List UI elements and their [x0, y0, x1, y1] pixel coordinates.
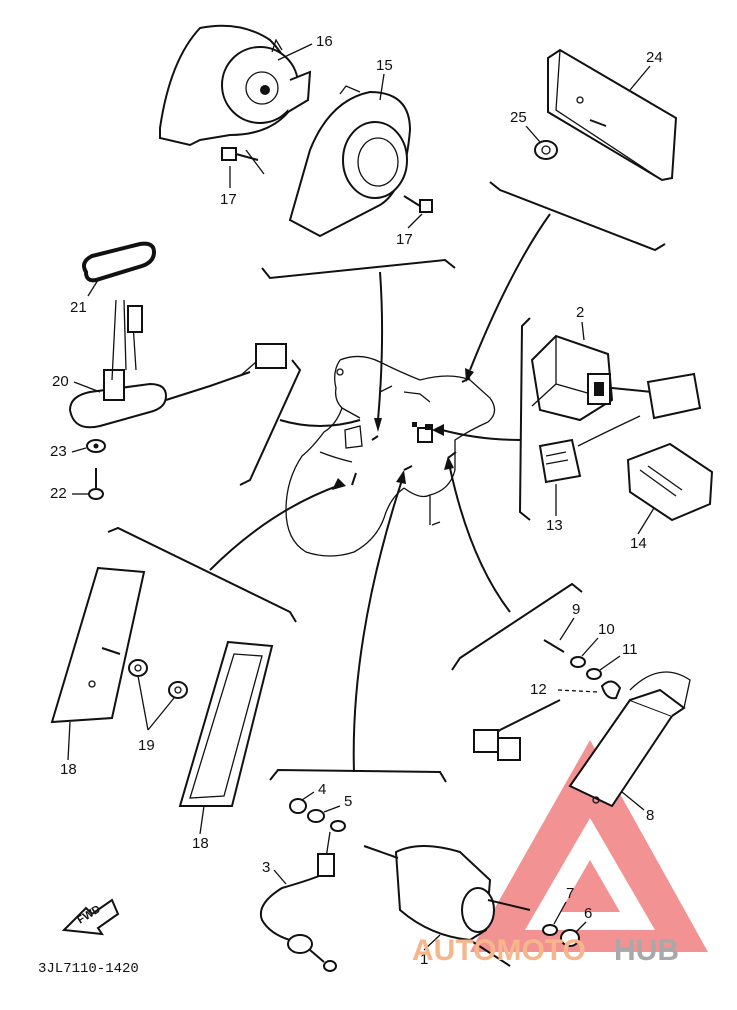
nut-4	[289, 798, 307, 814]
label-part-21: 21	[70, 299, 87, 316]
clamp-12	[557, 680, 622, 700]
label-part-2: 2	[576, 304, 584, 321]
label-part-18a: 18	[60, 761, 77, 778]
motorcycle-silhouette	[285, 355, 496, 557]
screw-22	[88, 468, 104, 500]
label-part-5: 5	[344, 793, 352, 810]
nut-25	[534, 119, 607, 160]
washer-10	[570, 656, 586, 668]
arrow-head-icon	[444, 456, 454, 470]
fuel-sender-20	[68, 299, 287, 429]
label-part-9: 9	[572, 601, 580, 618]
relay-2	[530, 334, 702, 422]
watermark-text-automoto: AUTOMOTO	[412, 934, 586, 967]
lead-3	[260, 820, 346, 972]
label-part-1: 1	[420, 951, 428, 968]
starter-relay-1	[363, 845, 531, 967]
horn-16	[159, 24, 312, 147]
connector-13	[538, 415, 641, 484]
leader-19	[137, 675, 175, 731]
label-part-19: 19	[138, 737, 155, 754]
label-part-11: 11	[622, 641, 638, 658]
label-part-25: 25	[510, 109, 527, 126]
label-part-24: 24	[646, 49, 663, 66]
rectifier-regulator-8	[473, 671, 691, 808]
bolt-17a	[221, 147, 259, 161]
label-part-8: 8	[646, 807, 654, 824]
label-part-4: 4	[318, 781, 326, 798]
label-part-14: 14	[630, 535, 647, 552]
part-labels: 1 2 3 4 5 6 7 8 9 10 11 12 13 14 15 16 1…	[50, 33, 663, 968]
label-part-12: 12	[530, 681, 547, 698]
label-part-7: 7	[566, 885, 574, 902]
watermark-text-hub: HUB	[614, 934, 679, 967]
arrow-head-icon	[396, 470, 406, 484]
fwd-arrow-icon: FWD	[61, 898, 120, 936]
label-part-17a: 17	[220, 191, 237, 208]
reflector-18b	[178, 640, 274, 807]
label-part-3: 3	[262, 859, 270, 876]
reflector-24	[547, 48, 678, 182]
leader-lines	[107, 181, 666, 783]
arrow-head-icon	[432, 424, 444, 436]
washer-7	[542, 924, 558, 936]
arrow-head-icon	[465, 368, 474, 382]
arrow-head-icon	[332, 478, 346, 490]
arrow-head-icon	[374, 418, 382, 432]
label-part-20: 20	[52, 373, 69, 390]
label-part-6: 6	[584, 905, 592, 922]
bolt-9	[543, 639, 565, 653]
label-part-13: 13	[546, 517, 563, 534]
washer-5	[307, 809, 325, 823]
label-part-22: 22	[50, 485, 67, 502]
label-part-17b: 17	[396, 231, 413, 248]
watermark-logo	[470, 740, 708, 952]
nut-19a	[128, 659, 148, 677]
nut-19b	[168, 681, 188, 699]
bolt-17b	[403, 195, 433, 213]
label-part-15: 15	[376, 57, 393, 74]
nut-6	[560, 929, 580, 947]
reflector-18a	[50, 566, 146, 724]
gasket-21	[82, 241, 157, 283]
coupler-14	[626, 442, 714, 522]
collar-11	[586, 668, 602, 680]
washer-23	[86, 439, 106, 453]
label-part-16: 16	[316, 33, 333, 50]
label-part-23: 23	[50, 443, 67, 460]
label-part-18b: 18	[192, 835, 209, 852]
horn-15	[288, 85, 412, 238]
label-part-10: 10	[598, 621, 615, 638]
diagram-code: 3JL7110-1420	[38, 961, 139, 977]
